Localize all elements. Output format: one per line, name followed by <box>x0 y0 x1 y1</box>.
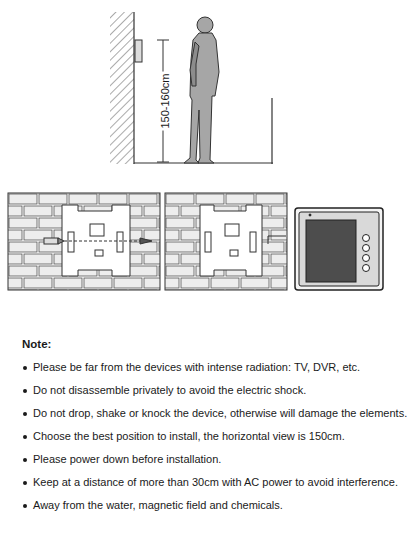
note-item: Keep at a distance of more than 30cm wit… <box>33 476 410 489</box>
brick-wall <box>8 194 160 290</box>
brick-wall <box>165 194 287 290</box>
note-heading: Note: <box>22 338 51 350</box>
note-item: Choose the best position to install, the… <box>33 430 410 443</box>
person-figure <box>184 17 219 163</box>
note-text: Keep at a distance of more than 30cm wit… <box>33 476 398 488</box>
bullet-dot <box>23 412 27 416</box>
note-text: Choose the best position to install, the… <box>33 430 345 442</box>
bullet-dot <box>23 435 27 439</box>
mounting-plate <box>200 205 262 276</box>
note-text: Do not drop, shake or knock the device, … <box>33 407 407 419</box>
note-item: Do not disassemble privately to avoid th… <box>33 384 410 397</box>
note-text: Please be far from the devices with inte… <box>33 361 360 373</box>
wall <box>110 12 273 164</box>
screw <box>44 238 152 244</box>
note-text: Please power down before installation. <box>33 453 221 465</box>
bullet-dot <box>23 458 27 462</box>
bullet-dot <box>23 366 27 370</box>
note-item: Away from the water, magnetic field and … <box>33 499 410 512</box>
bullet-dot <box>23 481 27 485</box>
note-text: Away from the water, magnetic field and … <box>33 499 283 511</box>
bullet-dot <box>23 504 27 508</box>
bullet-dot <box>23 389 27 393</box>
note-text: Do not disassemble privately to avoid th… <box>33 384 306 396</box>
monitor-side <box>135 40 142 62</box>
leader-line <box>268 236 286 244</box>
notes-list: Please be far from the devices with inte… <box>33 361 410 522</box>
note-item: Do not drop, shake or knock the device, … <box>33 407 410 420</box>
note-item: Please be far from the devices with inte… <box>33 361 410 374</box>
indoor-monitor <box>295 208 383 290</box>
note-item: Please power down before installation. <box>33 453 410 466</box>
dimension-label: 150-160cm <box>159 71 171 130</box>
